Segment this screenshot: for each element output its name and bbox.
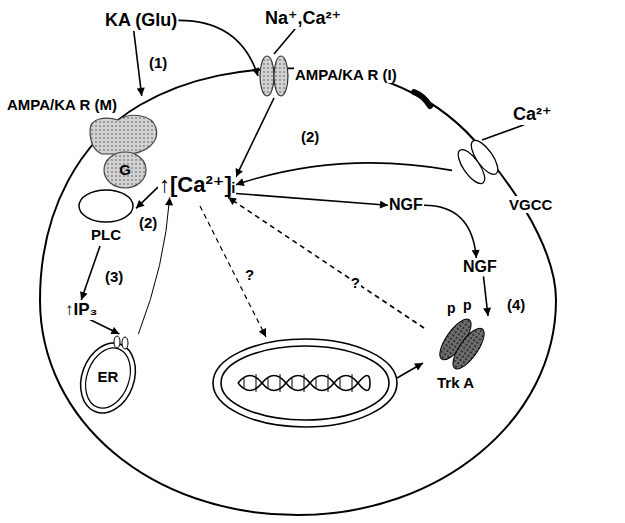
pathway-arrow: [482, 125, 524, 140]
er-organelle-text: ER: [97, 368, 120, 385]
calcium-channel-text: VGCC: [508, 196, 553, 213]
ion-label-text: Ca²⁺: [512, 104, 553, 125]
metabotropic-receptor-text: AMPA/KA R (M): [6, 96, 118, 113]
trka-receptor-text: Trk A: [436, 374, 475, 391]
cell-membrane: [40, 68, 556, 515]
ion-label: Ca²⁺: [512, 104, 553, 125]
edge-label: ?: [350, 274, 361, 291]
phospho-label: p: [462, 297, 473, 313]
calcium-channel: VGCC: [452, 140, 557, 216]
question-mark: ?: [244, 266, 255, 283]
g-protein: G: [102, 150, 148, 190]
pathway-arrow: [178, 20, 258, 76]
pathway-arrow: [134, 31, 142, 96]
ionotropic-receptor-shape: [258, 54, 290, 98]
callout-number: (2): [138, 214, 158, 231]
nucleus-inner: [221, 346, 389, 420]
callout-number: (4): [506, 296, 526, 313]
trka-receptor: Trk A: [424, 316, 504, 396]
ionotropic-receptor-text: AMPA/KA R (I): [294, 66, 398, 83]
expression-arrow: [397, 363, 423, 378]
callout-number: (1): [148, 54, 168, 71]
g-protein-text: G: [118, 161, 132, 178]
metabotropic-receptor: AMPA/KA R (M): [6, 96, 162, 154]
ligand-label-text: KA (Glu): [104, 10, 178, 31]
pathway-arrow: [236, 194, 388, 206]
pathway-arrow: [424, 205, 477, 258]
ionotropic-receptor: AMPA/KA R (I): [258, 54, 402, 98]
pathway-arrow: [81, 246, 100, 300]
pathway-arrow: [236, 98, 274, 177]
ion-label: Na⁺,Ca²⁺: [264, 8, 342, 29]
membrane-protein: [414, 92, 430, 106]
ion-label-text: Na⁺,Ca²⁺: [264, 8, 342, 29]
pathway-arrow: [90, 320, 120, 334]
plc-enzyme: PLC: [76, 188, 136, 246]
phospho-label: p: [446, 300, 457, 316]
dashed-arrow: [200, 206, 266, 337]
ligand-label: KA (Glu): [104, 10, 178, 31]
ngf-label: NGF: [388, 196, 424, 214]
pathway-arrow: [274, 29, 295, 54]
dna-rungs: [244, 374, 352, 392]
er-organelle: ER: [70, 334, 146, 418]
pathway-arrow: [138, 197, 169, 334]
calcium-level: ↑[Ca²⁺]ᵢ: [158, 172, 236, 197]
ngf-label-text: NGF: [462, 258, 498, 276]
calcium-channel-shape: [452, 140, 506, 216]
pathway-arrow: [136, 187, 158, 208]
ip3-label: ↑IP₃: [64, 300, 98, 320]
ip3-label-text: ↑IP₃: [64, 300, 98, 320]
ngf-label: NGF: [462, 258, 498, 276]
pathway-arrow: [236, 163, 452, 185]
nucleus-outer: [213, 339, 397, 427]
plc-enzyme-text: PLC: [90, 226, 122, 243]
callout-number: (3): [104, 268, 124, 285]
pathway-arrow: [228, 197, 424, 328]
callout-number: (2): [300, 128, 320, 145]
ngf-label-text: NGF: [388, 196, 424, 214]
pathway-arrow: [483, 276, 488, 316]
calcium-level-text: ↑[Ca²⁺]ᵢ: [158, 172, 236, 197]
